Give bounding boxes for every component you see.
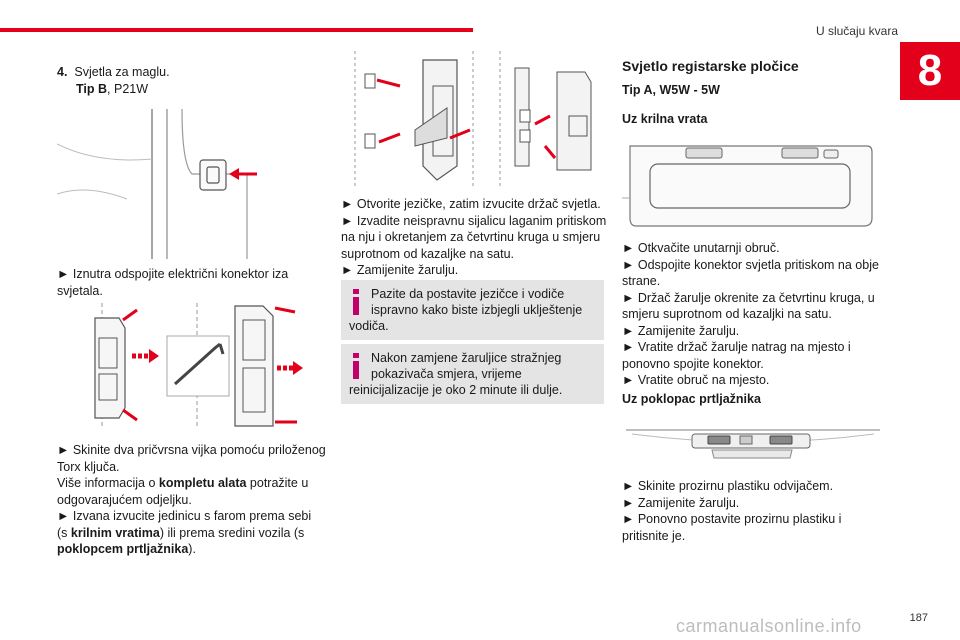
paragraph-tailgate-steps: ► Skinite prozirnu plastiku odvijačem. ►… [622,479,842,543]
section-title: U slučaju kvara [815,24,898,38]
paragraph-disconnect-connector: ► Iznutra odspojite električni konektor … [57,267,289,298]
figure-remove-screws-torx [57,298,307,433]
step-4-heading: 4. Svjetla za maglu. Tip B, P21W [57,64,317,97]
paragraph-door-steps: ► Otkvačite unutarnji obruč. ► Odspojite… [622,241,879,387]
info-icon [351,289,361,315]
info-icon [351,353,361,379]
licence-plate-light-subtitle: Tip A, W5W - 5W [622,83,720,97]
step-title: Svjetla za maglu. [74,65,170,79]
figure-door-plate-light [622,138,877,230]
page-number: 187 [909,612,928,624]
heading-tailgate: Uz poklopac prtljažnika [622,392,761,406]
bulb-spec: , P21W [107,81,149,96]
note-tabs-guides: Pazite da postavite jezičce i vodiče isp… [341,280,604,340]
paragraph-bulb-holder: ► Otvorite jezičke, zatim izvucite držač… [341,197,607,277]
step-number: 4. [57,65,68,79]
note-reinitialization: Nakon zamjene žaruljice stražnjeg pokazi… [341,344,604,404]
paragraph-remove-screws: ► Skinite dva pričvrsna vijka pomoću pri… [57,443,326,556]
licence-plate-light-title: Svjetlo registarske pločice [622,58,799,74]
heading-wing-doors: Uz krilna vrata [622,112,708,126]
figure-tailgate-plate-light [622,420,884,468]
figure-connector-behind-light [57,104,267,264]
watermark-text: carmanualsonline.info [676,616,862,636]
header-accent-bar [0,28,473,32]
chapter-number-badge: 8 [900,42,960,100]
figure-bulb-holder-removal [345,46,605,194]
bulb-type: Tip B [76,81,108,96]
